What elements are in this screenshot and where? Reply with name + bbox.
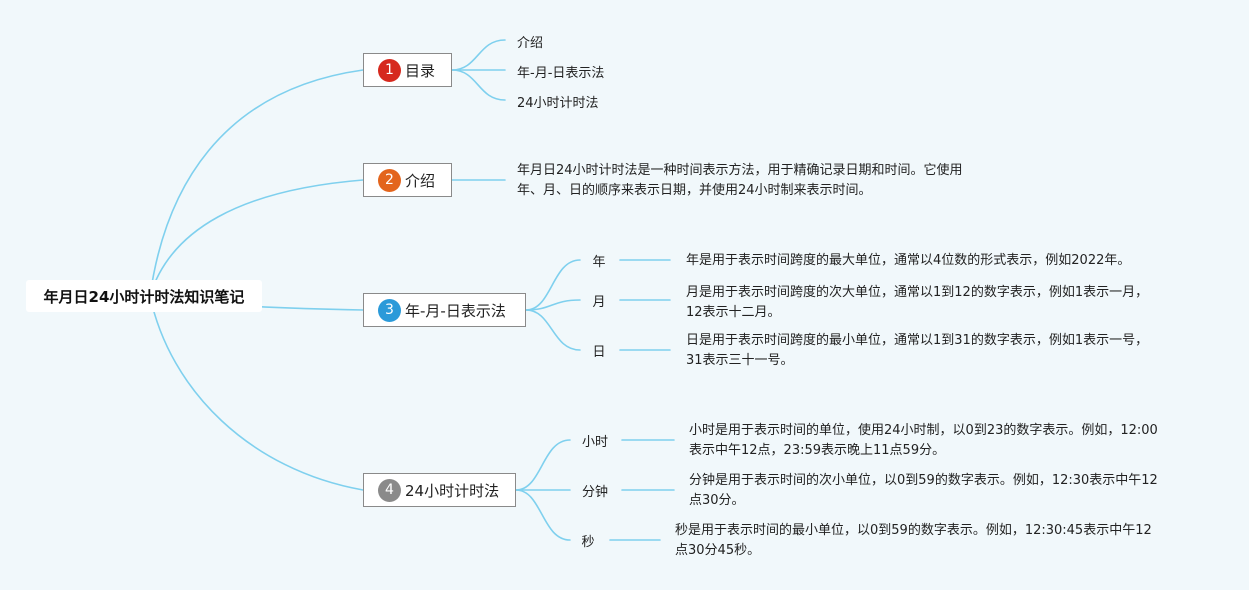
badge-3-icon: 3 xyxy=(378,298,401,322)
sub-node-second[interactable]: 秒 xyxy=(581,535,595,550)
connector-b1-leaf-1 xyxy=(451,39,506,71)
connector-b3-sub-2 xyxy=(525,299,581,311)
sub-node-day[interactable]: 日 xyxy=(592,345,606,360)
second-description[interactable]: 秒是用于表示时间的最小单位，以0到59的数字表示。例如，12:30:45表示中午… xyxy=(675,521,1152,561)
sub-node-minute[interactable]: 分钟 xyxy=(581,485,608,500)
branch-node-24h[interactable]: 4 24小时计时法 xyxy=(363,473,516,507)
month-description[interactable]: 月是用于表示时间跨度的次大单位，通常以1到12的数字表示，例如1表示一月， 12… xyxy=(686,283,1148,323)
branch-node-date-format[interactable]: 3 年-月-日表示法 xyxy=(363,293,526,327)
connector-b3-sub-3 xyxy=(525,309,581,351)
sub-node-month[interactable]: 月 xyxy=(592,295,606,310)
root-label: 年月日24小时计时法知识笔记 xyxy=(43,287,245,306)
connector-root-branch-4 xyxy=(149,295,364,491)
branch-label: 介绍 xyxy=(405,171,436,190)
description-line: 年是用于表示时间跨度的最大单位，通常以4位数的形式表示，例如2022年。 xyxy=(686,253,1131,268)
branch-label: 年-月-日表示法 xyxy=(405,301,506,320)
badge-4-icon: 4 xyxy=(378,478,401,502)
leaf-item[interactable]: 24小时计时法 xyxy=(517,96,599,111)
description-line: 秒是用于表示时间的最小单位，以0到59的数字表示。例如，12:30:45表示中午… xyxy=(675,523,1152,538)
root-node[interactable]: 年月日24小时计时法知识笔记 xyxy=(26,280,262,312)
description-line: 小时是用于表示时间的单位，使用24小时制，以0到23的数字表示。例如，12:00 xyxy=(689,423,1158,438)
description-line: 12表示十二月。 xyxy=(686,305,781,320)
description-line: 月是用于表示时间跨度的次大单位，通常以1到12的数字表示，例如1表示一月， xyxy=(686,285,1149,300)
connector-b4-sub-1 xyxy=(515,439,571,491)
minute-description[interactable]: 分钟是用于表示时间的次小单位，以0到59的数字表示。例如，12:30表示中午12… xyxy=(689,471,1158,511)
branch-node-contents[interactable]: 1 目录 xyxy=(363,53,452,87)
intro-description[interactable]: 年月日24小时计时法是一种时间表示方法，用于精确记录日期和时间。它使用 年、月、… xyxy=(517,161,963,201)
connector-b4-sub-3 xyxy=(515,489,571,541)
branch-label: 目录 xyxy=(405,61,436,80)
description-line: 点30分。 xyxy=(689,493,745,508)
description-line: 年、月、日的顺序来表示日期，并使用24小时制来表示时间。 xyxy=(517,183,872,198)
hour-description[interactable]: 小时是用于表示时间的单位，使用24小时制，以0到23的数字表示。例如，12:00… xyxy=(689,421,1158,461)
year-description[interactable]: 年是用于表示时间跨度的最大单位，通常以4位数的形式表示，例如2022年。 xyxy=(686,251,1130,271)
badge-1-icon: 1 xyxy=(378,58,401,82)
description-line: 年月日24小时计时法是一种时间表示方法，用于精确记录日期和时间。它使用 xyxy=(517,163,963,178)
sub-node-hour[interactable]: 小时 xyxy=(581,435,608,450)
branch-label: 24小时计时法 xyxy=(405,481,500,500)
connector-root-branch-2 xyxy=(149,179,364,297)
badge-2-icon: 2 xyxy=(378,168,401,192)
leaf-item[interactable]: 年-月-日表示法 xyxy=(517,66,605,81)
description-line: 31表示三十一号。 xyxy=(686,353,794,368)
description-line: 日是用于表示时间跨度的最小单位，通常以1到31的数字表示，例如1表示一号， xyxy=(686,333,1149,348)
description-line: 点30分45秒。 xyxy=(675,543,761,558)
description-line: 表示中午12点，23:59表示晚上11点59分。 xyxy=(689,443,946,458)
day-description[interactable]: 日是用于表示时间跨度的最小单位，通常以1到31的数字表示，例如1表示一号， 31… xyxy=(686,331,1148,371)
description-line: 分钟是用于表示时间的次小单位，以0到59的数字表示。例如，12:30表示中午12 xyxy=(689,473,1158,488)
leaf-item[interactable]: 介绍 xyxy=(517,36,544,51)
connector-root-branch-1 xyxy=(149,69,364,297)
sub-node-year[interactable]: 年 xyxy=(592,255,606,270)
branch-node-intro[interactable]: 2 介绍 xyxy=(363,163,452,197)
connector-b1-leaf-3 xyxy=(451,69,506,101)
connector-b3-sub-1 xyxy=(525,259,581,311)
